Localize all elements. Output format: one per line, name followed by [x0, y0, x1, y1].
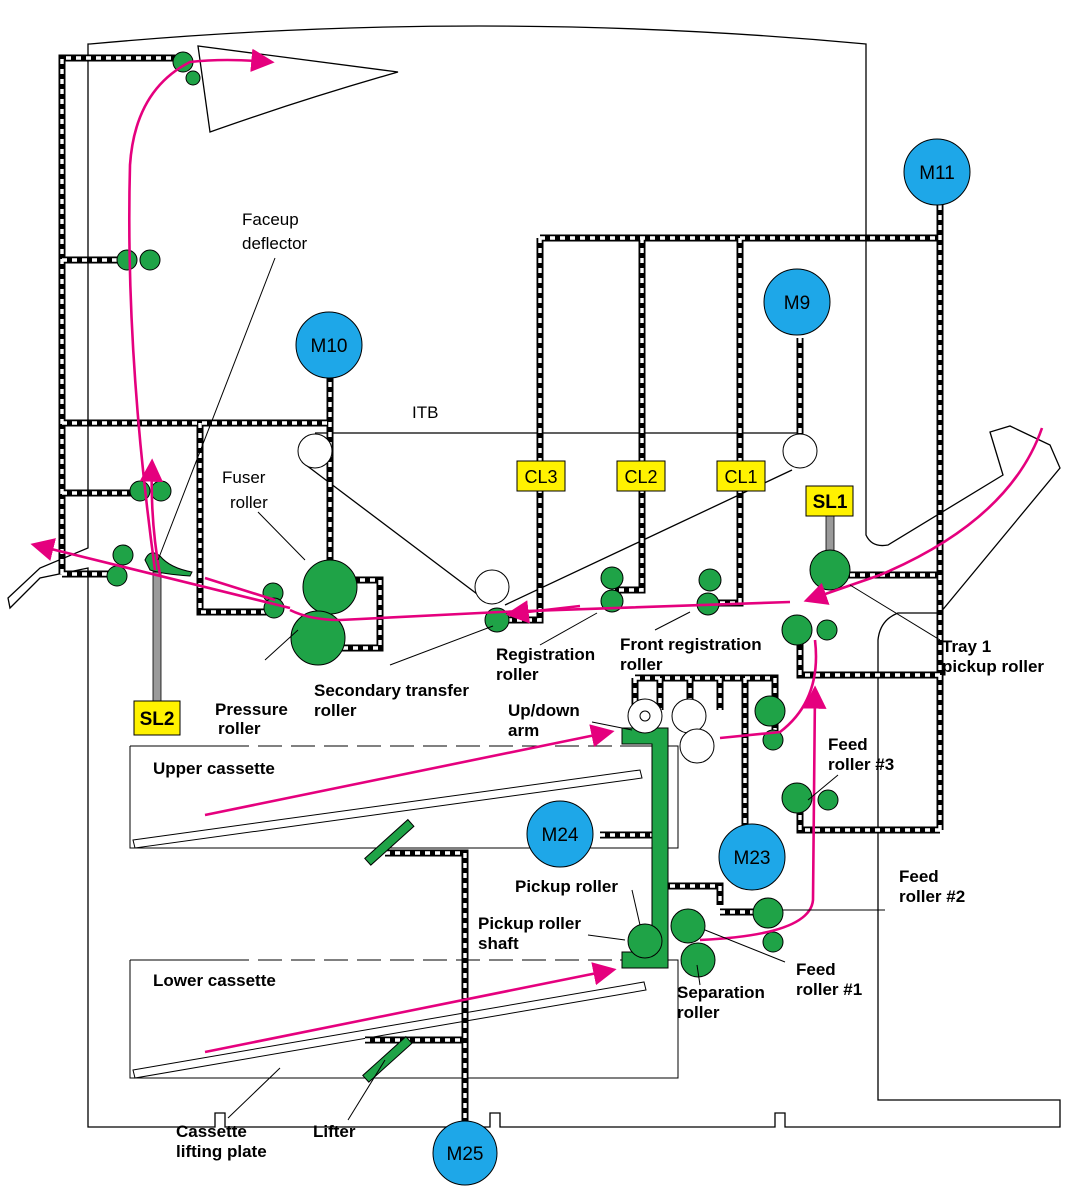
- upper-cassette-label: Upper cassette: [153, 759, 275, 778]
- feed-roller-2-label: Feed roller #2: [899, 867, 965, 906]
- registration-roller-label: Registration roller: [496, 645, 600, 684]
- lifter-label: Lifter: [313, 1122, 356, 1141]
- motor-m25-label: M25: [447, 1144, 484, 1165]
- lower-cassette-path: [204, 962, 617, 1054]
- motor-m11-label: M11: [919, 163, 955, 184]
- printer-housing: [7, 25, 1061, 1128]
- vertical-feed-roller-a: [754, 695, 786, 727]
- motor-m9-label: M9: [784, 293, 810, 314]
- secondary-transfer-backup: [474, 569, 510, 605]
- text-labels: Faceup deflector ITB Fuser roller Pressu…: [153, 210, 1044, 1161]
- solenoid-sl1: SL1: [805, 485, 854, 517]
- lower-cassette-label: Lower cassette: [153, 971, 276, 990]
- tray1-pickup-roller-label: Tray 1 pickup roller: [942, 637, 1044, 676]
- sl2-plunger: [152, 571, 162, 703]
- motor-m10-label: M10: [311, 336, 348, 357]
- reg-to-fuser: [289, 600, 791, 622]
- secondary-transfer-roller-label: Secondary transfer roller: [314, 681, 474, 720]
- itb-label: ITB: [412, 403, 438, 422]
- tray1-pickup-roller: [809, 549, 851, 591]
- fuser-feed-arrow: [505, 600, 581, 624]
- motor-m23-label: M23: [734, 848, 771, 869]
- upper-lifter-icon: [364, 818, 415, 866]
- faceup-path-left: [30, 538, 291, 610]
- transport-roller-upper-b: [139, 249, 161, 271]
- pressure-roller: [290, 610, 346, 666]
- motor-m10: M10: [295, 311, 363, 379]
- rollers: [106, 51, 851, 978]
- separation-roller-label: Separation roller: [677, 983, 770, 1022]
- feed-roller-2: [752, 897, 784, 929]
- fuser-to-deflector: [204, 576, 276, 602]
- paper-paths: [30, 48, 1044, 1054]
- motor-m23: M23: [718, 823, 786, 891]
- pickup-roller: [627, 923, 663, 959]
- motor-m24: M24: [526, 800, 594, 868]
- faceup-roller-a: [112, 544, 134, 566]
- faceup-deflector-label: Faceup deflector: [242, 210, 308, 253]
- front-registration-roller-top: [698, 568, 722, 592]
- solenoid-sl1-label: SL1: [813, 492, 848, 513]
- clutch-cl2-label: CL2: [624, 467, 657, 487]
- solenoid-sl2: SL2: [133, 700, 181, 736]
- tray1-separation-roller: [816, 619, 838, 641]
- clutch-cl1-label: CL1: [724, 467, 757, 487]
- vertical-roller-white-a: [671, 698, 707, 734]
- clutch-cl1: CL1: [716, 460, 766, 492]
- registration-roller-top: [600, 566, 624, 590]
- vertical-feed-roller-b: [762, 729, 784, 751]
- pressure-roller-label: Pressure roller: [215, 700, 293, 738]
- up-down-arm-label: Up/down arm: [508, 701, 585, 740]
- feed-roller-3: [781, 782, 813, 814]
- pickup-roller-shaft-label: Pickup roller shaft: [478, 914, 586, 953]
- motor-m24-label: M24: [542, 825, 579, 846]
- transport-roller-upper-a: [116, 249, 138, 271]
- exit-path: [127, 48, 275, 571]
- exit-roller-b: [185, 70, 201, 86]
- tray1-path: [803, 427, 1044, 605]
- motor-m9: M9: [763, 268, 831, 336]
- feed-roller-3-b: [817, 789, 839, 811]
- up-down-arm: [621, 727, 669, 969]
- registration-roller: [600, 589, 624, 613]
- feed-roller-1: [670, 908, 706, 944]
- faceup-roller-b: [106, 565, 128, 587]
- motor-m25: M25: [432, 1120, 498, 1186]
- cassette-lifting-plate-label: Cassette lifting plate: [176, 1122, 267, 1161]
- front-registration-roller-label: Front registration roller: [620, 635, 766, 674]
- solenoid-sl2-label: SL2: [140, 709, 175, 730]
- separation-roller: [680, 942, 716, 978]
- transport-roller-lower-b: [150, 480, 172, 502]
- fuser-roller-label: Fuser roller: [222, 468, 270, 512]
- itb-roller-left: [297, 433, 333, 469]
- tray1-feed-roller: [781, 614, 813, 646]
- clutch-cl3: CL3: [516, 460, 566, 492]
- leader-lines: [157, 257, 941, 1121]
- pickup-roller-label: Pickup roller: [515, 877, 618, 896]
- clutch-cl2: CL2: [616, 460, 666, 492]
- clutch-cl3-label: CL3: [524, 467, 557, 487]
- feed-roller-3-label: Feed roller #3: [828, 735, 894, 774]
- itb-roller-right: [782, 433, 818, 469]
- faceup-up-path: [139, 458, 164, 576]
- feed-roller-2-b: [762, 931, 784, 953]
- lower-lifter-icon: [362, 1035, 413, 1083]
- upper-cassette-path: [204, 724, 615, 817]
- vertical-roller-white-b: [679, 728, 715, 764]
- fuser-roller: [302, 559, 358, 615]
- motor-m11: M11: [903, 138, 971, 206]
- up-down-cam-hub: [639, 710, 651, 722]
- feed-roller-1-label: Feed roller #1: [796, 960, 862, 999]
